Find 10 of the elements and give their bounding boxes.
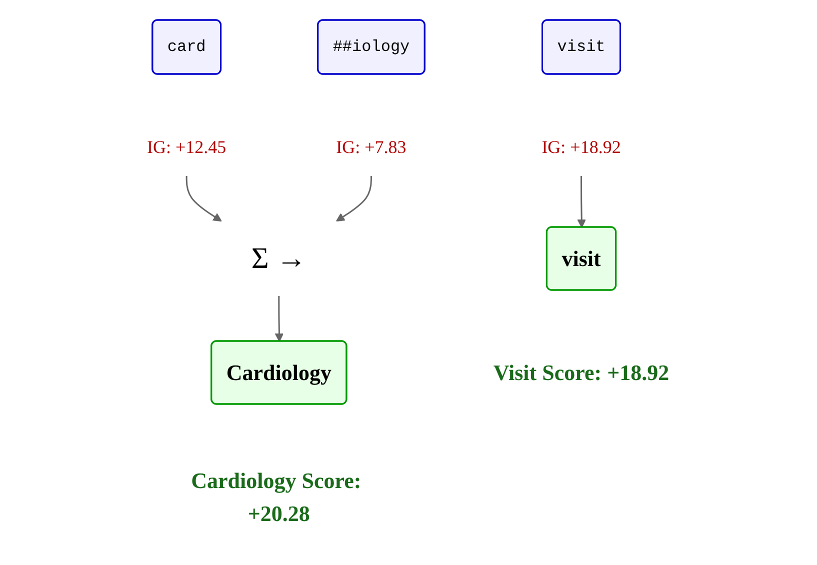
arrow bbox=[336, 176, 372, 222]
node-label: Visit Score: +18.92 bbox=[494, 360, 670, 385]
node-label: Cardiology Score: +20.28 bbox=[192, 468, 362, 526]
node-text: IG: +12.45 bbox=[147, 137, 227, 157]
arrow bbox=[275, 296, 284, 342]
arrow bbox=[578, 176, 586, 228]
node-text: Σ → bbox=[252, 242, 307, 275]
arrow bbox=[186, 176, 222, 222]
node-text: IG: +7.83 bbox=[336, 137, 407, 157]
node-text: IG: +18.92 bbox=[542, 137, 622, 157]
